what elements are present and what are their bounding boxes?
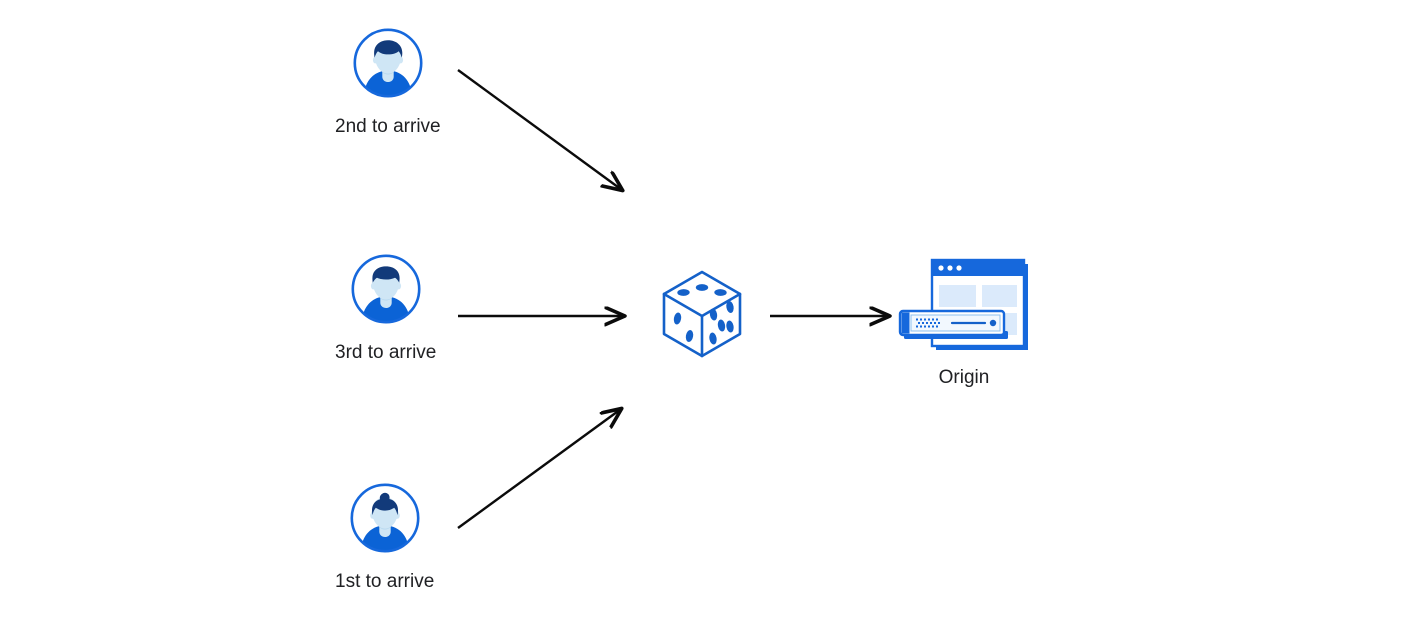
node-label-visitor-2nd: 2nd to arrive [335,116,441,137]
arrow-1st-to-dice [457,409,621,529]
node-visitor-2nd[interactable]: 2nd to arrive [335,27,441,139]
origin-server-browser-icon [898,258,1030,354]
node-label-origin: Origin [938,367,990,388]
node-randomizer[interactable] [657,268,747,360]
node-label-visitor-1st: 1st to arrive [335,571,435,592]
node-label-visitor-3rd: 3rd to arrive [335,342,437,363]
node-visitor-3rd[interactable]: 3rd to arrive [335,253,436,365]
user-avatar-short-hair-icon [352,27,424,99]
node-visitor-1st[interactable]: 1st to arrive [335,482,434,594]
node-origin[interactable]: Origin [898,258,1030,390]
arrow-2nd-to-dice [457,69,622,190]
user-avatar-short-hair-icon [350,253,422,325]
dice-cube-icon [657,268,747,360]
user-avatar-bun-hair-icon [349,482,421,554]
